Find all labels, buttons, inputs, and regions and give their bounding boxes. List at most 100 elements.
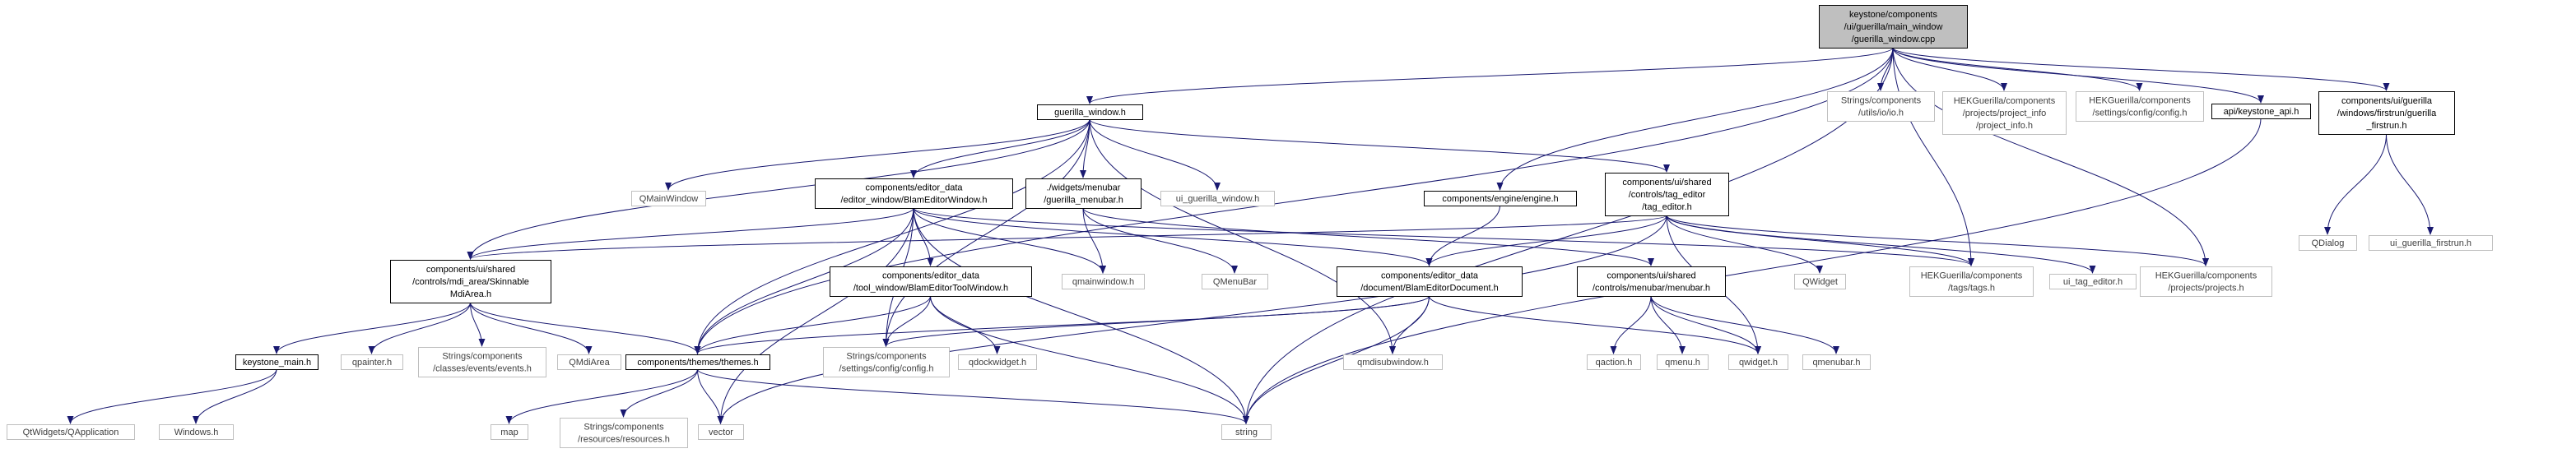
node-label-line: /resources/resources.h bbox=[578, 435, 670, 445]
node-label-line: _firstrun.h bbox=[2366, 121, 2407, 131]
node-blam-editor-window[interactable]: components/editor_data/editor_window/Bla… bbox=[815, 178, 1013, 209]
edge-tool-window-to-themes bbox=[694, 295, 931, 354]
edge-blam-editor-window-to-tool-window bbox=[913, 207, 934, 266]
node-keystone-main[interactable]: keystone_main.h bbox=[235, 354, 319, 370]
node-box bbox=[1605, 173, 1729, 216]
node-label-line: components/editor_data bbox=[865, 183, 963, 193]
node-label-line: api/keystone_api.h bbox=[2224, 107, 2299, 117]
node-label-line: Strings/components bbox=[584, 423, 664, 433]
node-label-line: qaction.h bbox=[1596, 358, 1633, 368]
node-themes[interactable]: components/themes/themes.h bbox=[625, 354, 770, 370]
node-label-line: components/themes/themes.h bbox=[637, 358, 758, 368]
node-menubar-h[interactable]: components/ui/shared/controls/menubar/me… bbox=[1577, 266, 1726, 297]
edge-tag-editor-to-ui-tag-editor bbox=[1666, 215, 2096, 274]
node-box bbox=[1587, 354, 1641, 370]
node-map: map bbox=[491, 424, 528, 440]
node-box bbox=[1942, 91, 2067, 135]
edge-tool-window-to-qdockwidget bbox=[930, 295, 1001, 354]
node-tool-window[interactable]: components/editor_data/tool_window/BlamE… bbox=[830, 266, 1032, 297]
node-qdialog: QDialog bbox=[2299, 235, 2357, 251]
node-box bbox=[2369, 235, 2493, 251]
node-label-line: QWidget bbox=[1802, 277, 1838, 287]
node-label-line: components/editor_data bbox=[882, 271, 980, 281]
edge-guerilla-window-h-to-strings-settings-config bbox=[882, 118, 1090, 347]
node-box bbox=[625, 354, 770, 370]
node-label-line: /settings/config/config.h bbox=[2093, 109, 2188, 118]
node-box bbox=[235, 354, 319, 370]
node-box bbox=[1827, 91, 1935, 122]
edge-menubar-h-to-qmenubar-h bbox=[1650, 295, 1839, 354]
node-label-line: keystone/components bbox=[1849, 10, 1938, 20]
node-guerilla-firstrun[interactable]: components/ui/guerilla/windows/firstrun/… bbox=[2318, 91, 2455, 135]
node-label-line: QDialog bbox=[2312, 238, 2345, 248]
edge-blam-editor-window-to-vector bbox=[717, 207, 914, 424]
node-label-line: ui_guerilla_window.h bbox=[1176, 194, 1260, 204]
node-engine-h[interactable]: components/engine/engine.h bbox=[1424, 191, 1577, 206]
edge-root-to-api-keystone-api bbox=[1892, 47, 2264, 104]
edge-blam-editor-window-to-qmainwindow-h bbox=[913, 207, 1106, 274]
edge-guerilla-window-h-to-qmdisubwindow bbox=[1089, 118, 1396, 354]
node-qwidget-cap: QWidget bbox=[1794, 274, 1846, 289]
node-box bbox=[341, 354, 403, 370]
node-box bbox=[1728, 354, 1788, 370]
node-box bbox=[1794, 274, 1846, 289]
edge-root-to-guerilla-firstrun bbox=[1892, 47, 2390, 91]
edge-skinnable-mdi-to-themes bbox=[470, 302, 701, 354]
node-label-line: qpainter.h bbox=[352, 358, 392, 368]
node-box bbox=[2318, 91, 2455, 135]
node-label-line: /guerilla_menubar.h bbox=[1044, 196, 1123, 206]
node-label-line: Strings/components bbox=[1841, 96, 1922, 106]
edge-root-to-guerilla-window-h bbox=[1086, 47, 1894, 104]
edge-themes-to-string bbox=[697, 368, 1249, 424]
edge-root-to-hek-project-info bbox=[1892, 47, 2007, 91]
node-label-line: components/engine/engine.h bbox=[1442, 194, 1558, 204]
node-box bbox=[159, 424, 234, 440]
node-windows-h: Windows.h bbox=[159, 424, 234, 440]
node-label-line: HEKGuerilla/components bbox=[2155, 271, 2257, 281]
node-blam-editor-document[interactable]: components/editor_data/document/BlamEdit… bbox=[1337, 266, 1523, 297]
edge-blam-editor-window-to-blam-editor-document bbox=[913, 207, 1433, 266]
node-ui-guerilla-firstrun: ui_guerilla_firstrun.h bbox=[2369, 235, 2493, 251]
node-box bbox=[2211, 104, 2311, 119]
node-tag-editor[interactable]: components/ui/shared/controls/tag_editor… bbox=[1605, 173, 1729, 216]
node-box bbox=[1062, 274, 1145, 289]
edge-themes-to-strings-resources bbox=[620, 368, 698, 418]
node-api-keystone-api[interactable]: api/keystone_api.h bbox=[2211, 104, 2311, 119]
node-box bbox=[1657, 354, 1709, 370]
edge-guerilla-window-h-to-tag-editor bbox=[1089, 118, 1670, 173]
node-label-line: /controls/menubar/menubar.h bbox=[1593, 284, 1710, 294]
node-qwidget-h: qwidget.h bbox=[1728, 354, 1788, 370]
node-widgets-menubar[interactable]: ./widgets/menubar/guerilla_menubar.h bbox=[1025, 178, 1142, 209]
node-layer: keystone/components/ui/guerilla/main_win… bbox=[7, 5, 2493, 448]
node-box bbox=[830, 266, 1032, 297]
node-hek-tags: HEKGuerilla/components/tags/tags.h bbox=[1909, 266, 2034, 297]
edge-blam-editor-window-to-hek-tags bbox=[913, 207, 1974, 266]
node-label-line: qmenu.h bbox=[1665, 358, 1700, 368]
node-box bbox=[2049, 274, 2137, 289]
node-box bbox=[1909, 266, 2034, 297]
edge-skinnable-mdi-to-qmdiarea bbox=[470, 302, 593, 354]
node-label-line: ui_guerilla_firstrun.h bbox=[2390, 238, 2471, 248]
node-box bbox=[1160, 191, 1275, 206]
node-qpainter: qpainter.h bbox=[341, 354, 403, 370]
edge-blam-editor-document-to-strings-settings-config bbox=[882, 295, 1430, 347]
node-box bbox=[1337, 266, 1523, 297]
node-box bbox=[390, 260, 551, 303]
node-box bbox=[1025, 178, 1142, 209]
edge-blam-editor-window-to-skinnable-mdi bbox=[467, 207, 914, 260]
node-box bbox=[7, 424, 135, 440]
node-label-line: qmenubar.h bbox=[1812, 358, 1860, 368]
edge-root-to-hek-tags bbox=[1892, 47, 1974, 266]
node-root[interactable]: keystone/components/ui/guerilla/main_win… bbox=[1819, 5, 1968, 49]
node-box bbox=[1202, 274, 1268, 289]
edge-widgets-menubar-to-qmainwindow-h bbox=[1082, 207, 1106, 274]
node-strings-settings-config: Strings/components/settings/config/confi… bbox=[823, 347, 950, 377]
node-label-line: vector bbox=[709, 428, 733, 437]
node-skinnable-mdi[interactable]: components/ui/shared/controls/mdi_area/S… bbox=[390, 260, 551, 303]
node-qmenubar-h: qmenubar.h bbox=[1802, 354, 1871, 370]
node-box bbox=[1577, 266, 1726, 297]
node-strings-utils-io: Strings/components/utils/io/io.h bbox=[1827, 91, 1935, 122]
node-vector: vector bbox=[698, 424, 744, 440]
node-guerilla-window-h[interactable]: guerilla_window.h bbox=[1037, 104, 1143, 120]
